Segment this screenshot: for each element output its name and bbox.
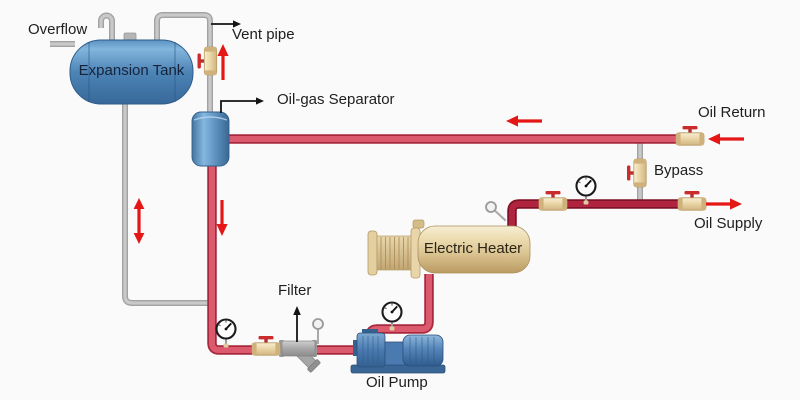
suction-pressure-gauge-icon (215, 318, 237, 349)
oil-pump (350, 329, 446, 374)
oil-return-label: Oil Return (698, 104, 766, 121)
oil-supply-pipe (507, 199, 704, 230)
supply-valve-icon (677, 190, 707, 211)
oil-gas-separator (191, 111, 230, 167)
return-valve-icon (675, 125, 705, 146)
vent-flow-up-arrow (215, 42, 231, 82)
expansion-tank (69, 39, 194, 105)
bypass-valve-icon (626, 158, 647, 188)
overflow-label: Overflow (28, 21, 88, 38)
oil-gas-separator-label: Oil-gas Separator (277, 91, 395, 108)
vent-pipe-label: Vent pipe (232, 26, 295, 43)
separator-pointer-arrow (220, 97, 264, 113)
tank-vent-hook-pipe (98, 12, 115, 42)
suction-valve-icon (251, 335, 281, 356)
filter-strainer (279, 340, 321, 373)
oil-return-inlet-arrow (706, 131, 746, 147)
oil-supply-outlet-arrow (704, 196, 744, 212)
vent-valve-icon (197, 46, 218, 76)
vent-pipe-run (154, 12, 213, 114)
vent-pipe-pointer-arrow (211, 20, 241, 28)
pump-suction-pipe (207, 163, 360, 355)
oil-piping (207, 134, 704, 355)
electric-heater (367, 219, 531, 279)
filter-pointer-arrow (293, 306, 301, 342)
oil-supply-label: Oil Supply (694, 215, 763, 232)
heater-outlet-sensor-icon (482, 198, 511, 226)
return-flow-left-arrow (504, 113, 544, 129)
downflow-arrow (214, 198, 230, 238)
tank-two-way-flow-arrow (132, 196, 146, 246)
filter-label: Filter (278, 282, 312, 299)
heater-outlet-valve-icon (538, 190, 568, 211)
electric-heater-label: Electric Heater (423, 240, 523, 257)
label-pointers (211, 20, 301, 342)
tank-balance-pipe (122, 100, 208, 306)
oil-pump-label: Oil Pump (366, 374, 428, 391)
expansion-tank-label: Expansion Tank (78, 62, 185, 79)
bypass-label: Bypass (654, 162, 704, 179)
